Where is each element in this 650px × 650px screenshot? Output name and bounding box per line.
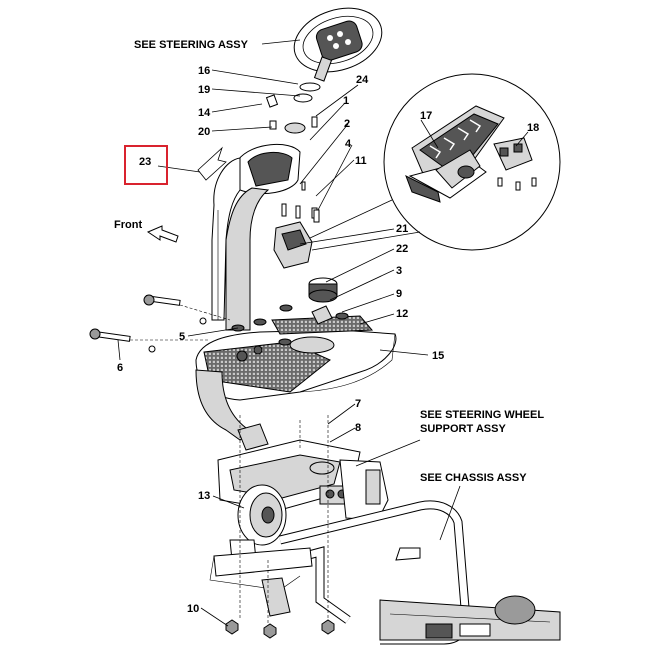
callout-12: 12: [396, 308, 408, 320]
callout-13: 13: [198, 490, 210, 502]
pedal-bracket: [273, 203, 318, 269]
label-steering-assy: SEE STEERING ASSY: [134, 39, 249, 51]
callout-15: 15: [432, 350, 444, 362]
callout-4: 4: [345, 138, 352, 150]
callout-24: 24: [356, 74, 369, 86]
leader-lines: [117, 39, 529, 627]
callout-numbers: 16 19 14 20 24 1 2 4 11 23 21 22 3 9 12 …: [117, 65, 539, 615]
callout-1: 1: [343, 95, 349, 107]
callout-11: 11: [355, 155, 367, 167]
callout-5: 5: [179, 331, 185, 343]
callout-23: 23: [139, 156, 151, 168]
callout-19: 19: [198, 84, 210, 96]
callout-6: 6: [117, 362, 123, 374]
callout-17: 17: [420, 110, 432, 122]
label-chassis-assy: SEE CHASSIS ASSY: [420, 472, 527, 484]
callout-20: 20: [198, 126, 210, 138]
label-steering-support-1: SEE STEERING WHEEL: [420, 409, 544, 421]
reservoir-cap: [308, 277, 338, 303]
steering-column-housing: [211, 143, 301, 331]
floor-pan: [195, 315, 397, 441]
steering-wheel: [293, 7, 383, 82]
label-front: Front: [114, 219, 142, 231]
label-steering-support-2: SUPPORT ASSY: [420, 423, 506, 435]
callout-8: 8: [355, 422, 361, 434]
detail-inset: [309, 73, 561, 251]
callout-9: 9: [396, 288, 402, 300]
front-arrow-icon: [146, 225, 179, 243]
section-labels: SEE STEERING ASSY SEE STEERING WHEEL SUP…: [114, 39, 544, 484]
callout-2: 2: [344, 118, 350, 130]
callout-7: 7: [355, 398, 361, 410]
knobs: [231, 304, 349, 346]
callout-22: 22: [396, 243, 408, 255]
chassis-frame: [209, 500, 561, 645]
highlight-box: [124, 145, 168, 185]
callout-3: 3: [396, 265, 402, 277]
callout-21: 21: [396, 223, 408, 235]
lift-arrow-icon: [197, 146, 227, 181]
callout-18: 18: [527, 122, 539, 134]
callout-10: 10: [187, 603, 199, 615]
callout-14: 14: [198, 107, 211, 119]
column-hardware: [265, 82, 321, 134]
bolts: [89, 181, 335, 639]
callout-16: 16: [198, 65, 210, 77]
drive-assembly: [217, 423, 389, 561]
assembly-lines: [130, 304, 329, 630]
